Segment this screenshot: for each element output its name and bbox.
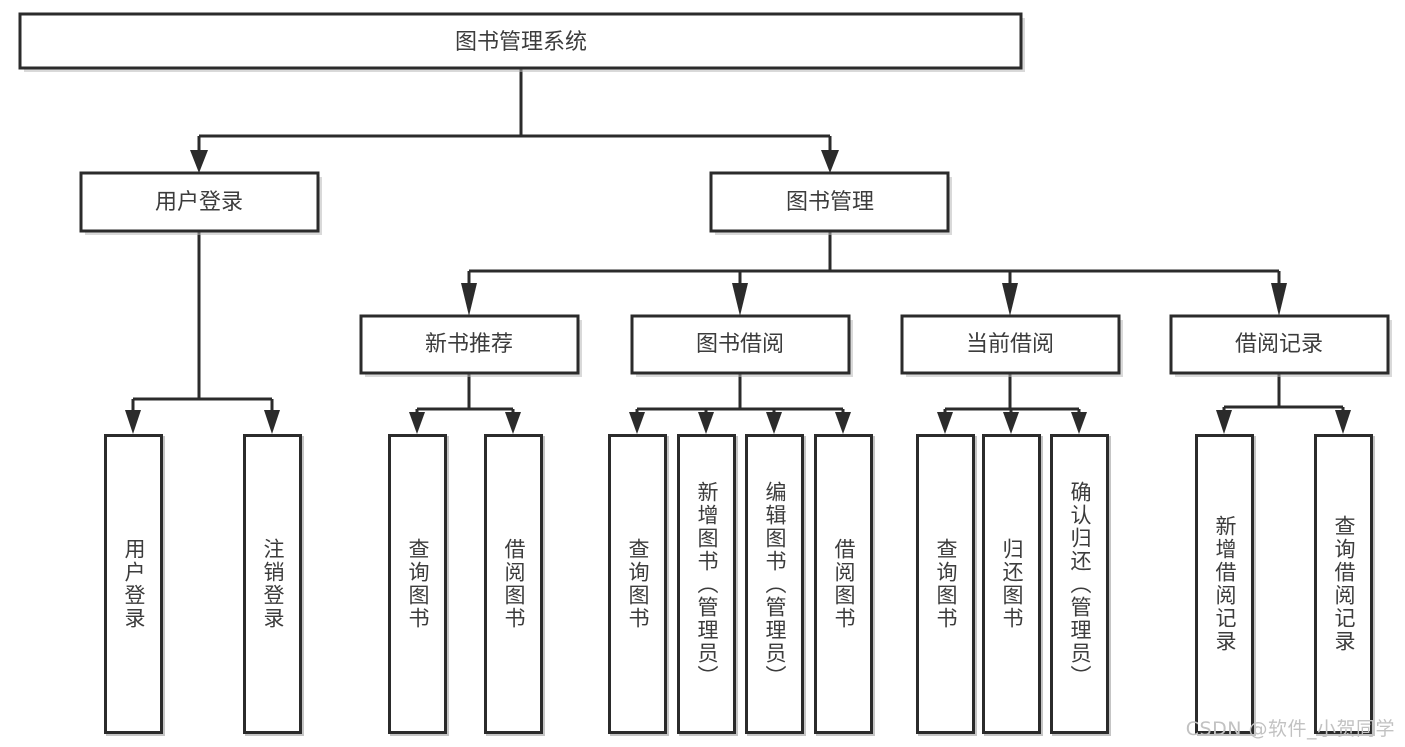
arrow-bookborrow-leaf-3	[766, 412, 782, 434]
leaf-book-borrow-edit[interactable]: 编辑图书（管理员）	[745, 434, 804, 734]
node-book-borrow[interactable]: 图书借阅	[630, 314, 853, 377]
node-new-book-recommend-label: 新书推荐	[425, 332, 513, 357]
arrow-bookborrow-leaf-2	[698, 412, 714, 434]
node-user-login-label: 用户登录	[155, 190, 243, 215]
arrow-borrowrecord-leaf-2	[1335, 410, 1351, 434]
arrow-root-to-user-login	[190, 150, 208, 173]
node-root-box	[18, 12, 1023, 70]
arrow-borrowrecord-leaf-1	[1216, 410, 1232, 434]
leaf-book-borrow-add[interactable]: 新增图书（管理员）	[677, 434, 736, 734]
leaf-new-book-query[interactable]: 查询图书	[388, 434, 447, 734]
node-current-borrow[interactable]: 当前借阅	[900, 314, 1123, 377]
leaf-label: 确认归还（管理员）	[1068, 480, 1092, 688]
leaf-current-borrow-return[interactable]: 归还图书	[982, 434, 1041, 734]
node-user-login-box	[79, 171, 320, 233]
leaf-new-book-borrow[interactable]: 借阅图书	[484, 434, 543, 734]
arrow-newbook-leaf-2	[505, 412, 521, 434]
node-borrow-record[interactable]: 借阅记录	[1169, 314, 1392, 377]
arrow-userlogin-leaf-2	[264, 410, 280, 434]
node-root[interactable]: 图书管理系统	[18, 12, 1025, 72]
leaf-label: 借阅图书	[832, 538, 856, 630]
leaf-borrow-record-add[interactable]: 新增借阅记录	[1195, 434, 1254, 734]
leaf-label: 查询借阅记录	[1332, 515, 1356, 653]
arrow-newbook-leaf-1	[409, 412, 425, 434]
node-new-book-recommend-box	[359, 314, 580, 375]
leaf-label: 查询图书	[934, 538, 958, 630]
node-book-management-label: 图书管理	[786, 190, 874, 215]
arrow-root-to-book-mgmt	[821, 150, 839, 173]
leaf-label: 查询图书	[406, 538, 430, 630]
leaf-borrow-record-query[interactable]: 查询借阅记录	[1314, 434, 1373, 734]
arrow-bookmgmt-cat-3	[1002, 283, 1018, 316]
leaf-label: 借阅图书	[502, 538, 526, 630]
arrow-bookborrow-leaf-1	[629, 412, 645, 434]
node-user-login[interactable]: 用户登录	[79, 171, 322, 235]
arrow-currentborrow-leaf-1	[937, 412, 953, 434]
leaf-label: 新增图书（管理员）	[695, 480, 719, 688]
arrow-bookmgmt-cat-1	[461, 283, 477, 316]
node-root-label: 图书管理系统	[455, 30, 587, 55]
leaf-current-borrow-confirm-return[interactable]: 确认归还（管理员）	[1050, 434, 1109, 734]
leaf-label: 注销登录	[261, 538, 285, 630]
node-book-borrow-label: 图书借阅	[696, 332, 784, 357]
leaf-label: 用户登录	[122, 538, 146, 630]
leaf-label: 新增借阅记录	[1213, 515, 1237, 653]
nodes-layer: 图书管理系统 用户登录 图书管理 新书推荐	[18, 12, 1392, 377]
node-book-management[interactable]: 图书管理	[709, 171, 952, 235]
arrow-currentborrow-leaf-3	[1071, 412, 1087, 434]
arrow-bookmgmt-cat-2	[732, 283, 748, 316]
node-book-management-box	[709, 171, 950, 233]
node-borrow-record-label: 借阅记录	[1235, 332, 1323, 357]
leaf-user-login-login[interactable]: 用户登录	[104, 434, 163, 734]
arrow-bookborrow-leaf-4	[835, 412, 851, 434]
edges-layer	[125, 68, 1351, 434]
leaf-label: 编辑图书（管理员）	[763, 480, 787, 688]
leaf-label: 归还图书	[1000, 538, 1024, 630]
leaf-book-borrow-borrow[interactable]: 借阅图书	[814, 434, 873, 734]
arrow-userlogin-leaf-1	[125, 410, 141, 434]
node-current-borrow-box	[900, 314, 1121, 375]
leaf-current-borrow-query[interactable]: 查询图书	[916, 434, 975, 734]
leaf-user-login-logout[interactable]: 注销登录	[243, 434, 302, 734]
arrow-bookmgmt-cat-4	[1271, 283, 1287, 316]
node-borrow-record-box	[1169, 314, 1390, 375]
node-book-borrow-box	[630, 314, 851, 375]
leaf-book-borrow-query[interactable]: 查询图书	[608, 434, 667, 734]
node-current-borrow-label: 当前借阅	[966, 332, 1054, 357]
leaf-label: 查询图书	[626, 538, 650, 630]
arrow-currentborrow-leaf-2	[1003, 412, 1019, 434]
node-new-book-recommend[interactable]: 新书推荐	[359, 314, 582, 377]
